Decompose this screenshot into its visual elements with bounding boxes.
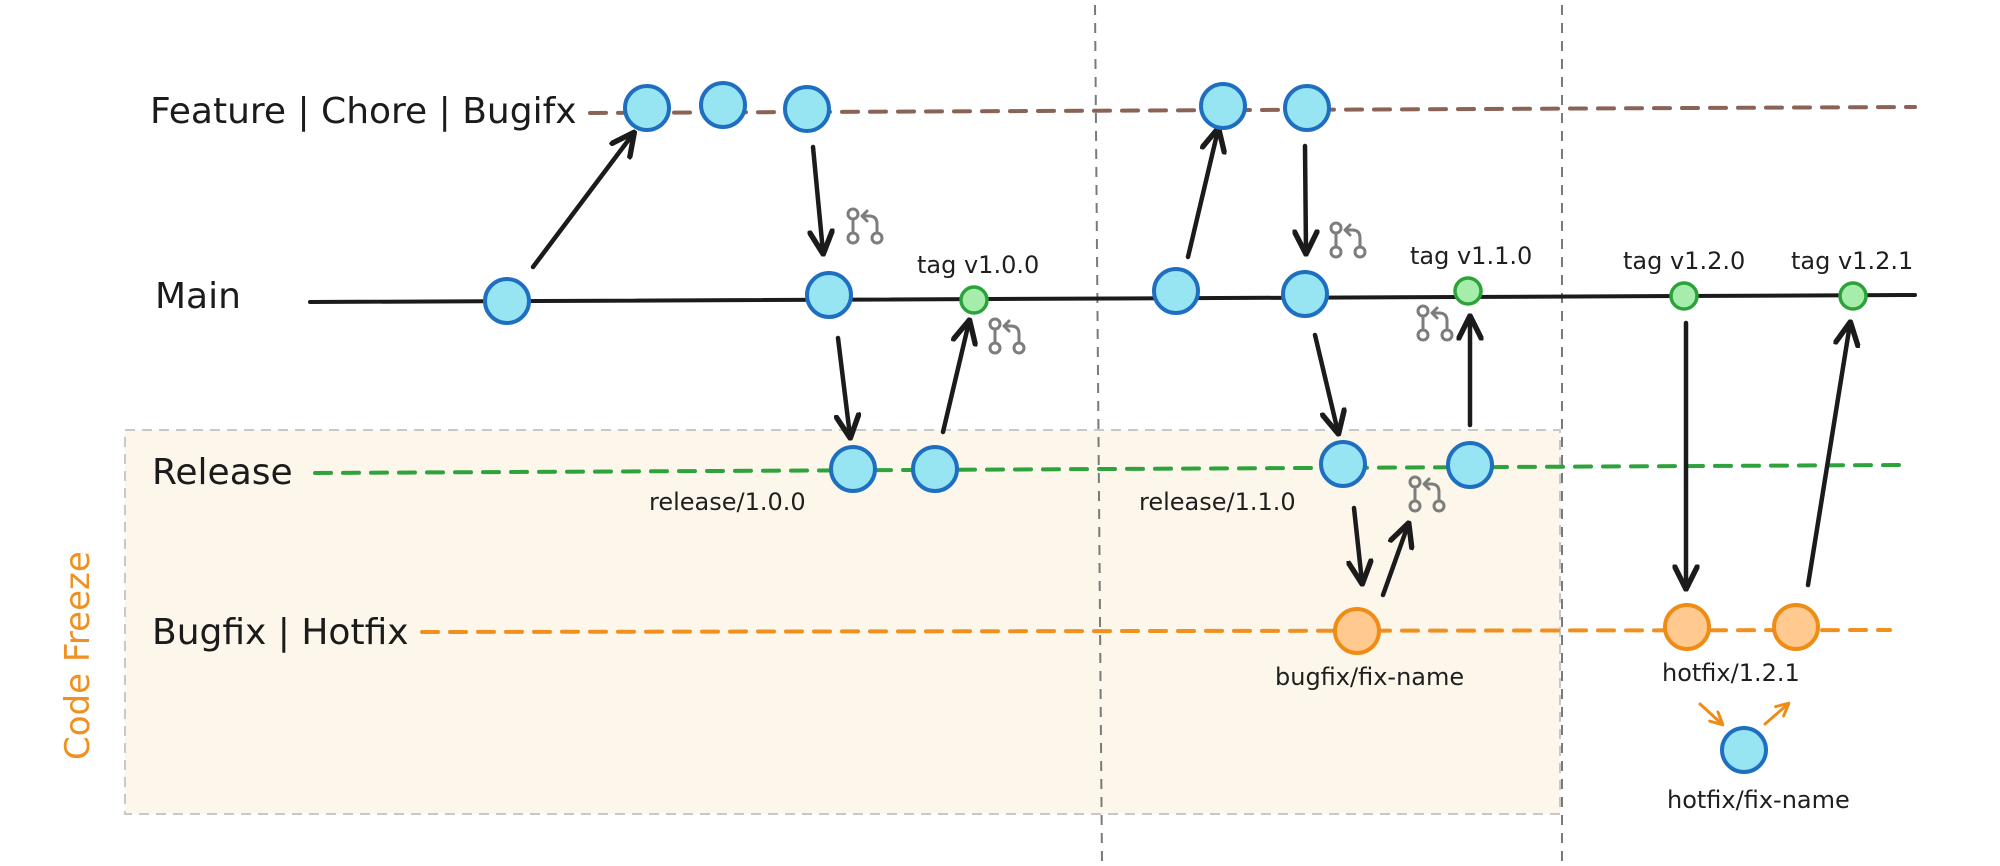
commit-hotfix-1: [1663, 603, 1711, 651]
commit-feature-4: [1199, 82, 1247, 130]
tag-label-v1-1-0: tag v1.1.0: [1410, 242, 1532, 270]
release-branch-line: [313, 463, 1902, 475]
pull-request-icon: [846, 207, 884, 245]
commit-feature-5: [1283, 84, 1331, 132]
arrow-fix-branch-to-hotfix: [1763, 704, 1788, 726]
commit-main-4: [1281, 270, 1329, 318]
tag-commit-v1-1-0: [1453, 276, 1483, 306]
main-branch-line: [308, 293, 1917, 304]
lane-label-release: Release: [152, 452, 293, 493]
arrow-main-to-release-1: [838, 335, 850, 436]
tag-commit-v1-0-0: [959, 285, 989, 315]
commit-main-3: [1152, 267, 1200, 315]
branch-label-release-1-1-0: release/1.1.0: [1139, 488, 1296, 516]
arrow-feature-to-main-2: [1305, 143, 1306, 252]
lane-label-bugfix-hotfix: Bugfix | Hotfix: [152, 612, 409, 653]
commit-release-2: [911, 445, 959, 493]
pull-request-icon: [1416, 304, 1454, 342]
arrow-hotfix-to-main: [1805, 324, 1850, 588]
commit-release-3: [1319, 440, 1367, 488]
commit-bugfix: [1333, 607, 1381, 655]
branch-label-bugfix-fix-name: bugfix/fix-name: [1275, 663, 1464, 691]
arrow-main-to-release-2: [1312, 332, 1338, 432]
pull-request-icon: [988, 317, 1026, 355]
commit-feature-3: [783, 85, 831, 133]
arrow-bugfix-to-release: [1380, 525, 1408, 598]
branch-label-release-1-0-0: release/1.0.0: [649, 488, 806, 516]
commit-main-1: [483, 277, 531, 325]
commit-release-4: [1446, 441, 1494, 489]
tag-label-v1-2-0: tag v1.2.0: [1623, 247, 1745, 275]
arrow-release-to-main-1: [940, 322, 969, 435]
arrow-hotfix-to-fix-branch: [1698, 702, 1722, 724]
arrow-main-to-feature-1: [530, 134, 633, 270]
tag-commit-v1-2-1: [1838, 281, 1868, 311]
commit-feature-2: [699, 81, 747, 129]
commit-release-1: [829, 445, 877, 493]
tag-commit-v1-2-0: [1669, 281, 1699, 311]
arrow-main-to-feature-2: [1185, 130, 1218, 260]
arrow-feature-to-main-1: [813, 144, 823, 252]
tag-label-v1-2-1: tag v1.2.1: [1791, 247, 1913, 275]
commit-feature-1: [623, 84, 671, 132]
commit-hotfix-fix: [1720, 726, 1768, 774]
lane-label-main: Main: [155, 276, 241, 317]
arrow-release-to-bugfix: [1354, 505, 1362, 582]
code-freeze-label: Code Freeze: [58, 551, 98, 760]
pull-request-icon: [1329, 221, 1367, 259]
lane-label-feature: Feature | Chore | Bugifx: [150, 91, 577, 132]
branch-label-hotfix-fix-name: hotfix/fix-name: [1667, 786, 1850, 814]
commit-hotfix-2: [1772, 603, 1820, 651]
tag-label-v1-0-0: tag v1.0.0: [917, 251, 1039, 279]
feature-branch-line: [588, 105, 1917, 115]
bugfix-hotfix-branch-line: [420, 628, 1892, 634]
code-freeze-area: [124, 429, 1561, 815]
branch-label-hotfix-1-2-1: hotfix/1.2.1: [1662, 659, 1800, 687]
commit-main-2: [805, 271, 853, 319]
